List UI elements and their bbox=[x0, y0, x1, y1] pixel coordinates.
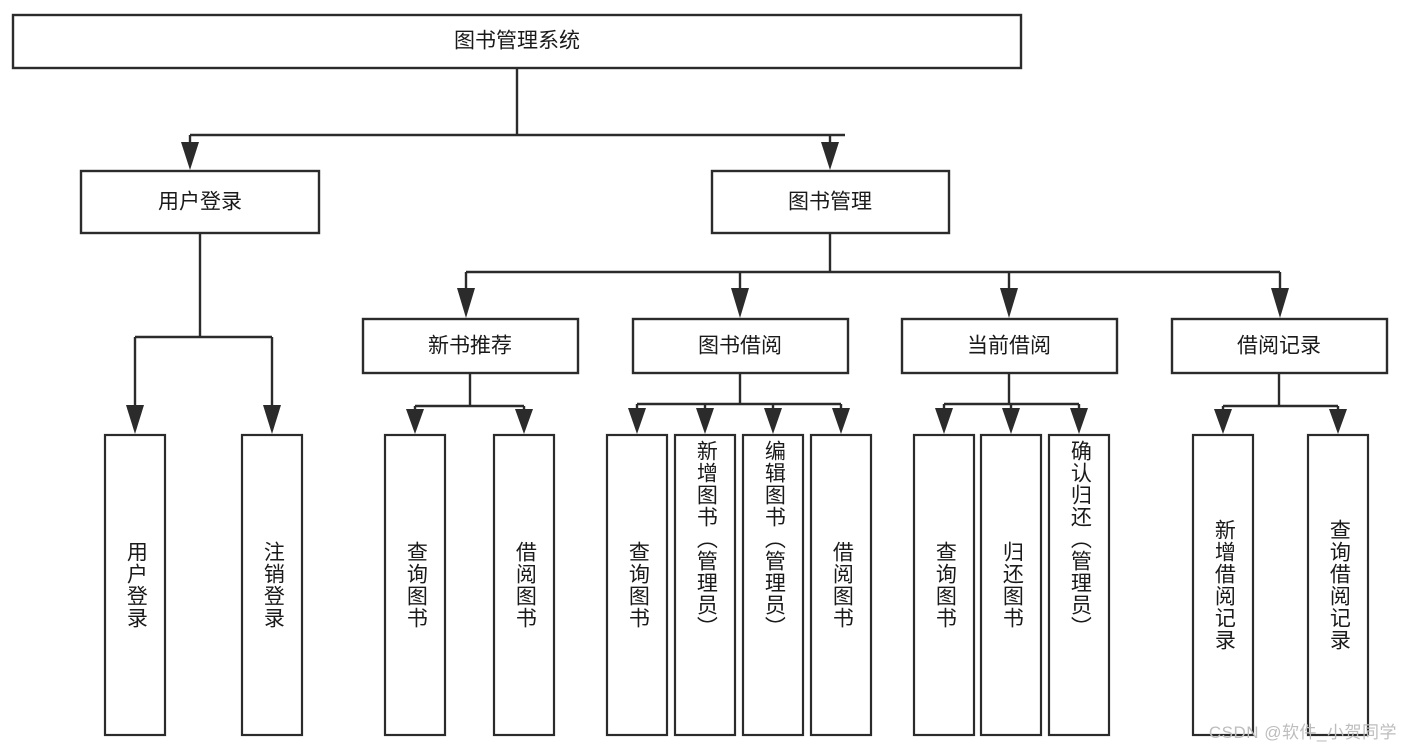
node-label-book-management: 图书管理 bbox=[788, 191, 872, 214]
node-box-leaf-query-book-1[interactable] bbox=[383, 433, 447, 737]
arrowhead-leaf-edit-book-admin bbox=[764, 408, 782, 434]
arrowhead-leaf-query-book-2 bbox=[628, 408, 646, 434]
node-box-new-book-recommend[interactable] bbox=[361, 317, 580, 375]
node-box-leaf-add-book-admin[interactable] bbox=[673, 433, 737, 737]
node-label-book-borrow: 图书借阅 bbox=[698, 335, 782, 358]
node-box-leaf-confirm-return-admin[interactable] bbox=[1047, 433, 1111, 737]
arrowhead-leaf-logout-login bbox=[263, 405, 281, 434]
arrowhead-leaf-add-borrow-record bbox=[1214, 409, 1232, 434]
node-label-current-borrow: 当前借阅 bbox=[967, 335, 1051, 358]
node-box-leaf-edit-book-admin[interactable] bbox=[741, 433, 805, 737]
arrowhead-leaf-add-book-admin bbox=[696, 408, 714, 434]
arrowhead-leaf-query-borrow-record bbox=[1329, 409, 1347, 434]
arrowhead-leaf-user-login bbox=[126, 405, 144, 434]
arrowhead-user-login bbox=[181, 142, 199, 170]
arrowhead-borrow-record bbox=[1271, 288, 1289, 318]
arrowhead-book-borrow bbox=[731, 288, 749, 318]
node-box-current-borrow[interactable] bbox=[900, 317, 1119, 375]
arrowhead-new-book-recommend bbox=[457, 288, 475, 318]
node-label-root: 图书管理系统 bbox=[454, 30, 580, 53]
arrowhead-current-borrow bbox=[1000, 288, 1018, 318]
node-box-leaf-borrow-book-2[interactable] bbox=[809, 433, 873, 737]
arrowhead-leaf-query-book-1 bbox=[406, 409, 424, 434]
node-box-leaf-query-book-3[interactable] bbox=[912, 433, 976, 737]
node-box-leaf-borrow-book-1[interactable] bbox=[492, 433, 556, 737]
csdn-watermark: CSDN @软件_小贺同学 bbox=[1208, 723, 1397, 742]
node-box-root[interactable] bbox=[11, 13, 1023, 70]
node-label-user-login: 用户登录 bbox=[158, 191, 242, 214]
arrowhead-leaf-query-book-3 bbox=[935, 408, 953, 434]
arrowhead-leaf-return-book bbox=[1002, 408, 1020, 434]
node-box-leaf-user-login[interactable] bbox=[103, 433, 167, 737]
node-box-leaf-add-borrow-record[interactable] bbox=[1191, 433, 1255, 737]
node-box-book-management[interactable] bbox=[710, 169, 951, 235]
arrowhead-book-management bbox=[821, 142, 839, 170]
arrowhead-leaf-borrow-book-2 bbox=[832, 408, 850, 434]
node-label-new-book-recommend: 新书推荐 bbox=[428, 335, 512, 358]
arrowhead-leaf-confirm-return-admin bbox=[1070, 408, 1088, 434]
node-box-leaf-logout-login[interactable] bbox=[240, 433, 304, 737]
node-label-borrow-record: 借阅记录 bbox=[1237, 335, 1321, 358]
node-box-book-borrow[interactable] bbox=[631, 317, 850, 375]
node-box-leaf-return-book[interactable] bbox=[979, 433, 1043, 737]
node-box-leaf-query-book-2[interactable] bbox=[605, 433, 669, 737]
arrowhead-leaf-borrow-book-1 bbox=[515, 409, 533, 434]
node-box-leaf-query-borrow-record[interactable] bbox=[1306, 433, 1370, 737]
node-box-borrow-record[interactable] bbox=[1170, 317, 1389, 375]
